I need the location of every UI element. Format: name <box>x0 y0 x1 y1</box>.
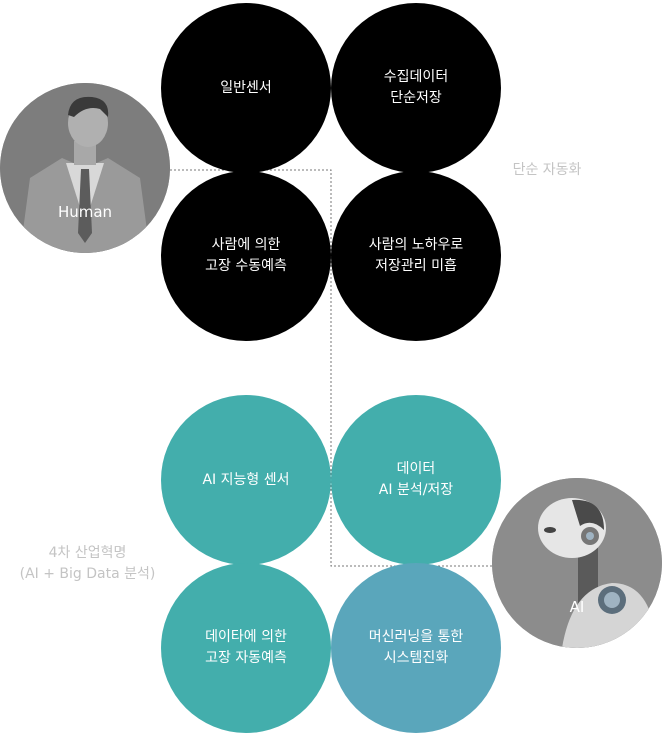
circle-label: AI 지능형 센서 <box>202 471 290 488</box>
circle-label: 일반센서 <box>220 79 272 96</box>
circle-label: 수집데이터 단순저장 <box>383 69 449 106</box>
industry-4-label: 4차 산업혁명 (AI + Big Data 분석) <box>19 545 156 582</box>
circle-manual-prediction: 사람에 의한 고장 수동예측 <box>161 171 331 341</box>
circle-label: 머신러닝을 통한 시스템진화 <box>368 629 464 666</box>
circle-label: 사람의 노하우로 저장관리 미흡 <box>368 237 464 274</box>
circle-general-sensor: 일반센서 <box>161 3 331 173</box>
human-label: Human <box>57 203 113 221</box>
circle-data-storage: 수집데이터 단순저장 <box>331 3 501 173</box>
circle-ai-sensor: AI 지능형 센서 <box>161 395 331 565</box>
businessman-icon <box>0 83 170 253</box>
ai-avatar: AI <box>492 478 662 648</box>
ai-label: AI <box>569 598 585 616</box>
simple-automation-label: 단순 자동화 <box>512 162 582 178</box>
circle-knowhow-storage: 사람의 노하우로 저장관리 미흡 <box>331 171 501 341</box>
robot-icon <box>492 478 662 648</box>
human-avatar: Human <box>0 83 170 253</box>
circle-auto-prediction: 데이타에 의한 고장 자동예측 <box>161 563 331 733</box>
circle-label: 사람에 의한 고장 수동예측 <box>205 237 287 274</box>
circle-label: 데이타에 의한 고장 자동예측 <box>205 629 287 666</box>
circle-ai-analysis: 데이터 AI 분석/저장 <box>331 395 501 565</box>
circle-label: 데이터 AI 분석/저장 <box>378 461 454 498</box>
circle-system-evolution: 머신러닝을 통한 시스템진화 <box>331 563 501 733</box>
